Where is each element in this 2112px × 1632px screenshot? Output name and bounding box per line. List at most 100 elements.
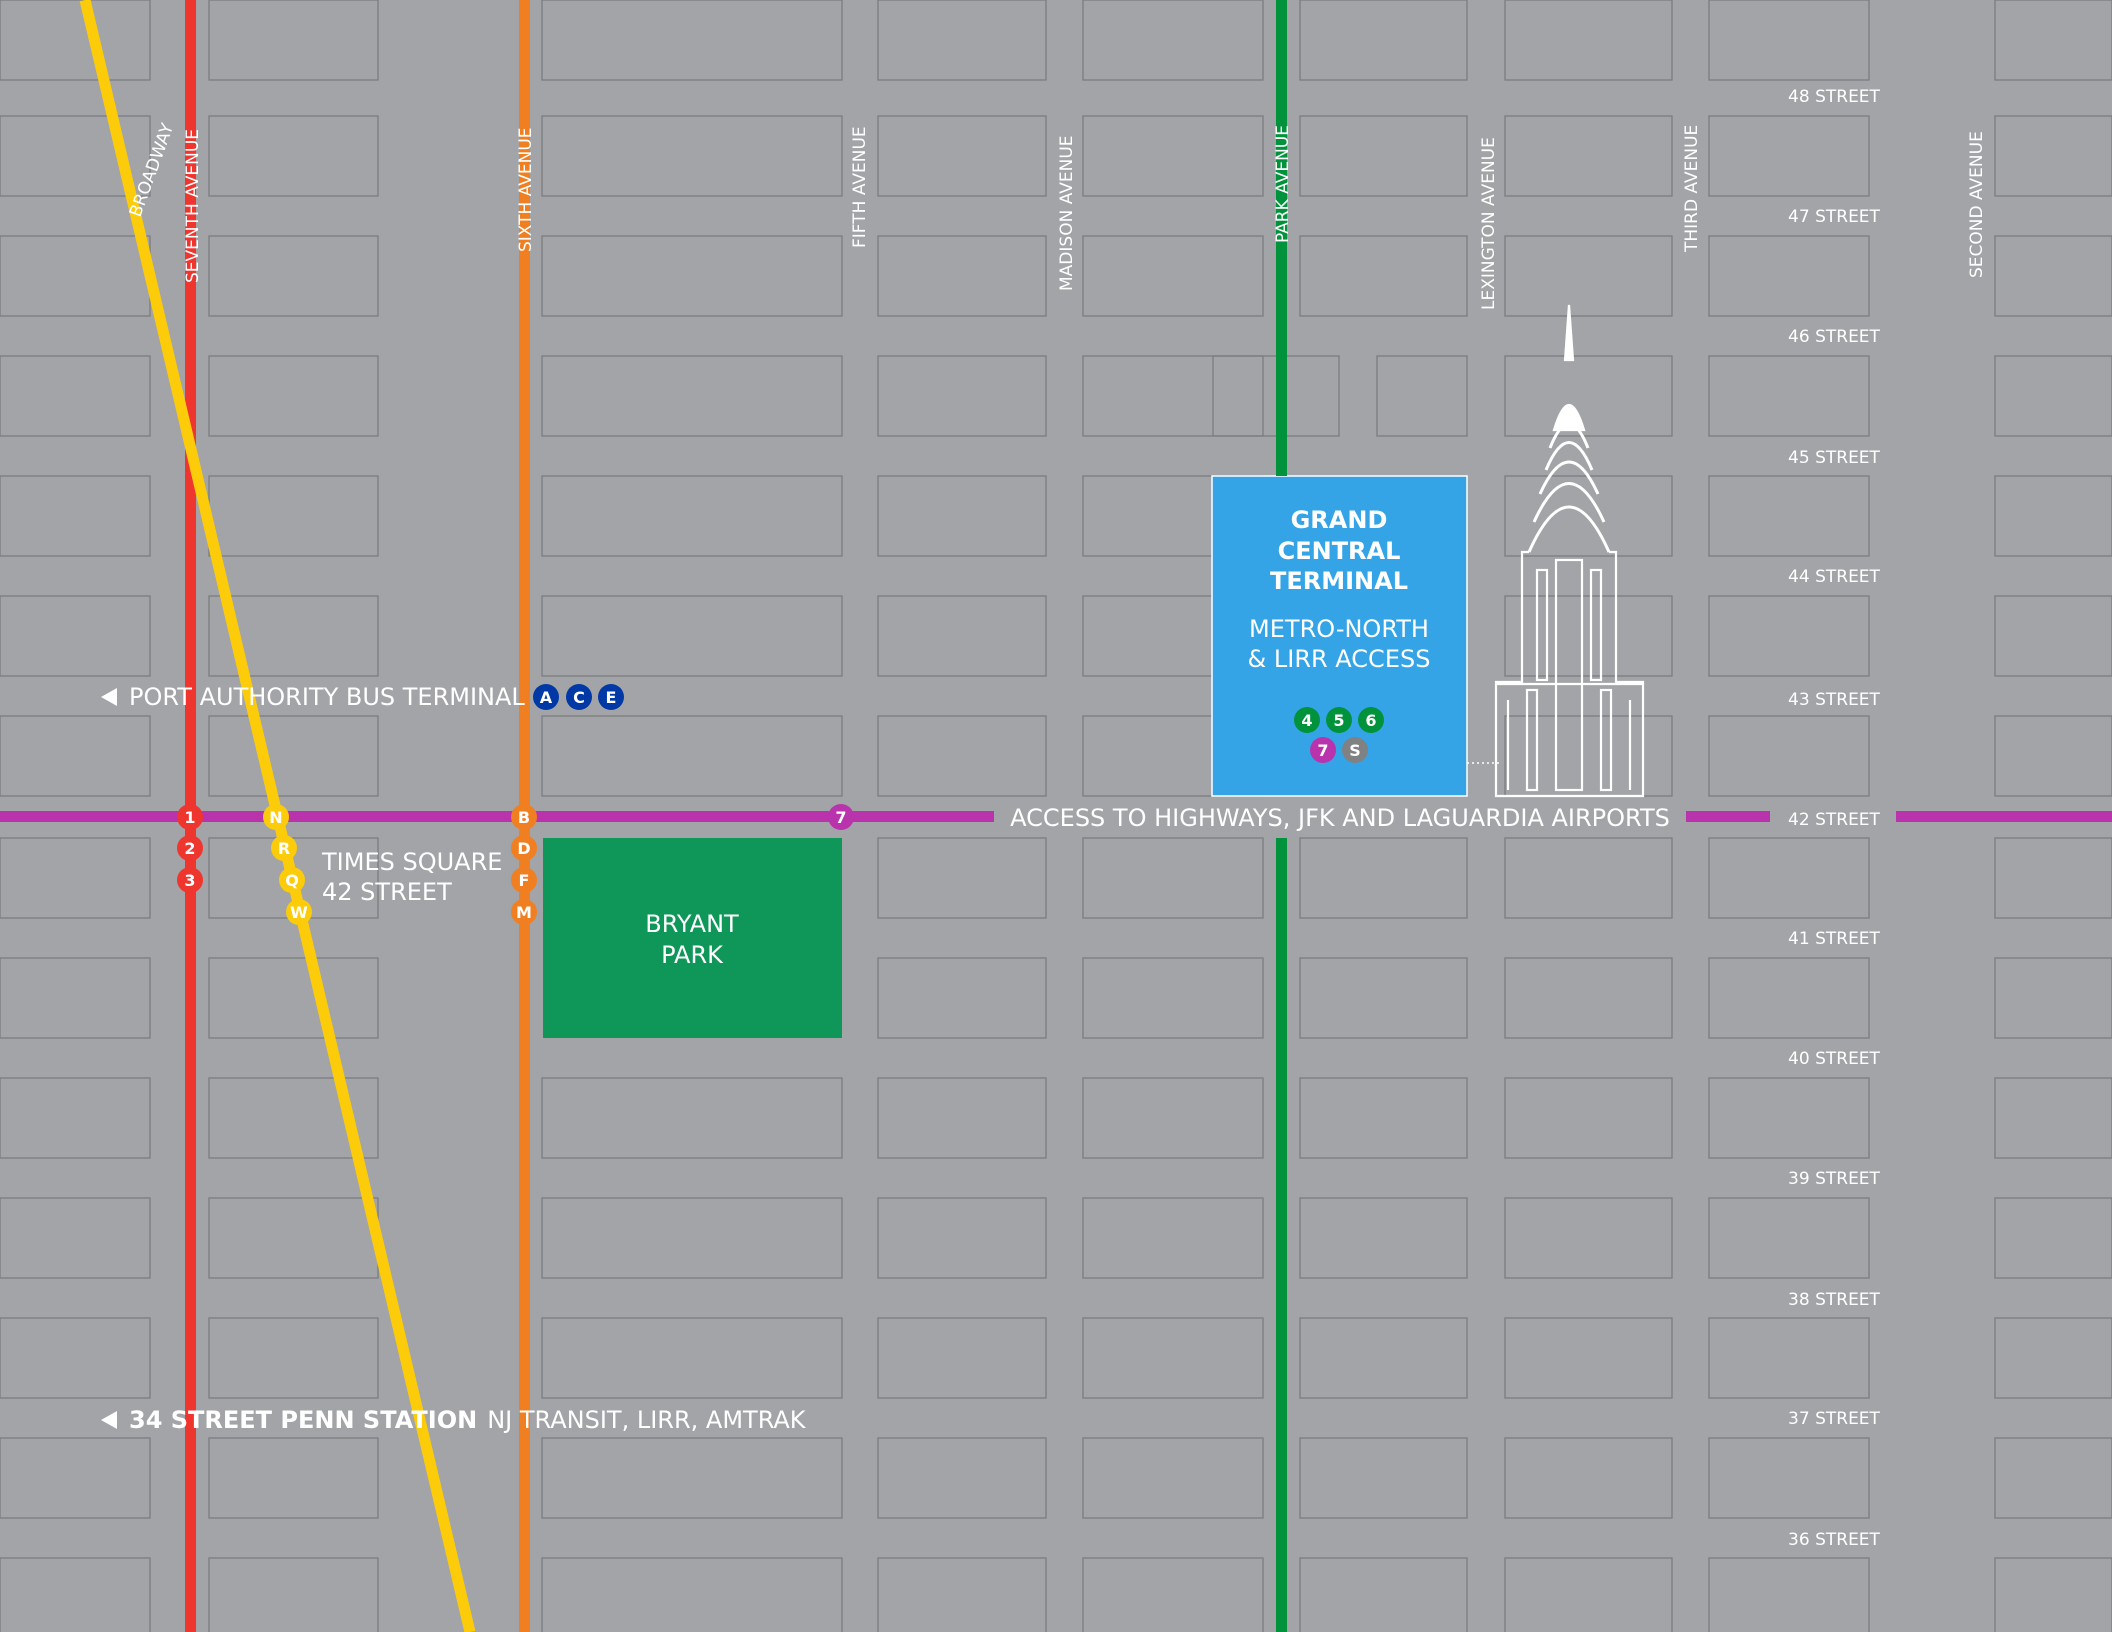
route-bullet-circle (511, 804, 537, 830)
street-label-37: 37 STREET (1788, 1409, 1881, 1429)
route-bullet-circle (286, 899, 312, 925)
avenue-label-third: THIRD AVENUE (1682, 125, 1702, 253)
bryant-park-label-2: PARK (661, 941, 724, 969)
route-bullet-d[interactable]: D (511, 835, 537, 861)
route-bullet-circle (533, 684, 559, 710)
city-block (1299, 115, 1468, 197)
route-bullet-s[interactable]: S (1342, 737, 1368, 763)
city-block (1299, 1557, 1468, 1632)
grand-central-subtitle-2: & LIRR ACCESS (1248, 645, 1431, 673)
street-label-43: 43 STREET (1788, 690, 1881, 710)
line-7-42-street-mid (1686, 811, 1770, 822)
route-bullet-letter: D (517, 839, 530, 858)
route-bullet-m[interactable]: M (511, 899, 537, 925)
city-block (1299, 0, 1468, 81)
route-bullet-letter: 7 (1317, 741, 1328, 760)
route-bullet-n[interactable]: N (263, 804, 289, 830)
city-block (877, 475, 1047, 557)
route-bullet-letter: Q (285, 871, 299, 890)
city-block (541, 1197, 843, 1279)
route-bullet-letter: R (278, 839, 290, 858)
route-bullet-letter: S (1349, 741, 1361, 760)
access-highways-label: ACCESS TO HIGHWAYS, JFK AND LAGUARDIA AI… (1010, 804, 1670, 832)
city-block (0, 115, 151, 197)
city-block (1504, 837, 1673, 919)
route-bullet-1[interactable]: 1 (177, 804, 203, 830)
route-bullet-2[interactable]: 2 (177, 835, 203, 861)
route-bullet-circle (1326, 707, 1352, 733)
route-bullet-f[interactable]: F (511, 867, 537, 893)
city-block (208, 715, 379, 797)
route-bullet-5[interactable]: 5 (1326, 707, 1352, 733)
route-bullet-circle (1294, 707, 1320, 733)
city-block (1994, 595, 2112, 677)
penn-station-callout[interactable]: 34 STREET PENN STATION NJ TRANSIT, LIRR, … (101, 1406, 807, 1434)
route-bullet-7-fifth[interactable]: 7 (828, 804, 854, 830)
city-block (1504, 1317, 1673, 1399)
city-block (0, 1557, 151, 1632)
port-authority-label: PORT AUTHORITY BUS TERMINAL (129, 683, 525, 711)
street-label-38: 38 STREET (1788, 1290, 1881, 1310)
city-block (0, 595, 151, 677)
route-bullet-c[interactable]: C (566, 684, 592, 710)
route-bullet-w[interactable]: W (286, 899, 312, 925)
grand-central-title-1: GRAND (1291, 506, 1388, 534)
route-bullet-4[interactable]: 4 (1294, 707, 1320, 733)
line-456-park-avenue-south (1276, 838, 1287, 1632)
route-bullet-q[interactable]: Q (279, 867, 305, 893)
route-bullet-b[interactable]: B (511, 804, 537, 830)
route-bullet-a[interactable]: A (533, 684, 559, 710)
city-block (877, 235, 1047, 317)
route-bullet-letter: 2 (184, 839, 195, 858)
bryant-park[interactable] (543, 838, 842, 1038)
city-block (1504, 1437, 1673, 1519)
bryant-park-label: BRYANT PARK (645, 910, 739, 969)
city-block (208, 1077, 379, 1159)
city-block (0, 1197, 151, 1279)
city-block (0, 0, 151, 81)
penn-station-label: 34 STREET PENN STATION NJ TRANSIT, LIRR, … (129, 1406, 807, 1434)
route-bullet-letter: 1 (184, 808, 195, 827)
avenue-label-fifth: FIFTH AVENUE (850, 126, 870, 248)
route-bullet-letter: M (516, 903, 532, 922)
avenue-label-park: PARK AVENUE (1273, 125, 1293, 243)
city-block (208, 355, 379, 437)
penn-station-label-bold: 34 STREET PENN STATION (129, 1406, 477, 1434)
route-bullet-circle (598, 684, 624, 710)
route-bullet-letter: 4 (1301, 711, 1312, 730)
city-block (1299, 1197, 1468, 1279)
route-bullet-6[interactable]: 6 (1358, 707, 1384, 733)
city-block (1708, 115, 1870, 197)
city-block (1299, 837, 1468, 919)
city-block (1994, 715, 2112, 797)
city-block (1994, 355, 2112, 437)
route-bullet-7-gct[interactable]: 7 (1310, 737, 1336, 763)
city-block (1708, 1317, 1870, 1399)
city-block (1082, 115, 1264, 197)
city-block (541, 1437, 843, 1519)
city-block (1299, 1317, 1468, 1399)
city-block (877, 715, 1047, 797)
city-block (877, 0, 1047, 81)
penn-station-label-rest: NJ TRANSIT, LIRR, AMTRAK (487, 1406, 807, 1434)
route-bullet-circle (511, 835, 537, 861)
avenue-labels: BROADWAY SEVENTH AVENUE SIXTH AVENUE FIF… (126, 120, 1987, 310)
route-bullet-r[interactable]: R (271, 835, 297, 861)
grand-central-terminal[interactable] (1211, 475, 1468, 797)
city-block (1708, 235, 1870, 317)
city-block (877, 957, 1047, 1039)
port-authority-callout[interactable]: PORT AUTHORITY BUS TERMINAL (101, 683, 525, 711)
city-block (1082, 1077, 1264, 1159)
route-bullet-circle (1358, 707, 1384, 733)
city-block (208, 1317, 379, 1399)
route-bullet-e[interactable]: E (598, 684, 624, 710)
city-block (541, 1317, 843, 1399)
city-block (877, 1077, 1047, 1159)
route-bullet-3[interactable]: 3 (177, 867, 203, 893)
city-block (1082, 1317, 1264, 1399)
city-block (208, 1437, 379, 1519)
city-block (877, 837, 1047, 919)
city-block (1708, 957, 1870, 1039)
avenue-label-lexington: LEXINGTON AVENUE (1479, 137, 1499, 310)
